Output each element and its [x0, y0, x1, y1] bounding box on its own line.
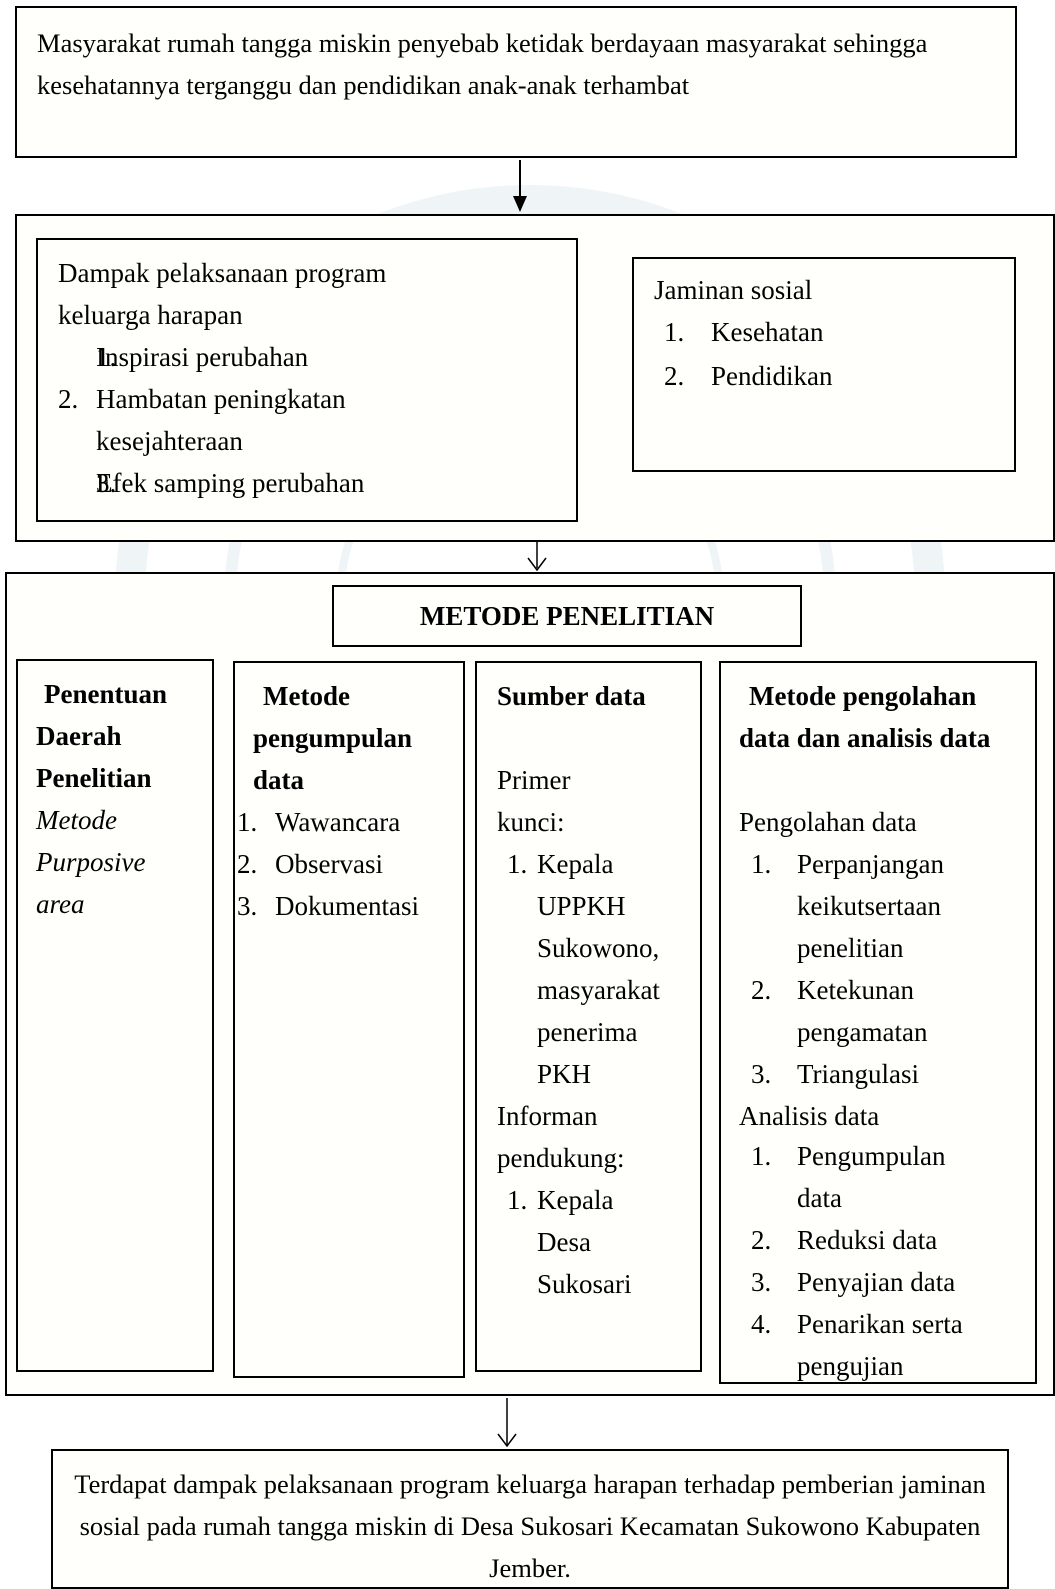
conclusion-box: Terdapat dampak pelaksanaan program kelu…	[51, 1449, 1009, 1589]
sources-primary-label: Primer kunci:	[497, 765, 571, 837]
social-security-item: 2.Pendidikan	[664, 361, 833, 391]
impact-box: Dampak pelaksanaan program keluarga hara…	[36, 238, 578, 522]
sources-title: Sumber data	[497, 681, 646, 711]
impact-item: 1.Inspirasi perubahan	[96, 342, 309, 372]
sources-support-label: Informan pendukung:	[497, 1101, 625, 1173]
impact-item: 3.Efek samping perubahan	[96, 468, 365, 498]
social-security-box: Jaminan sosial 1.Kesehatan 2.Pendidikan	[632, 257, 1016, 472]
analysis-title: Metode pengolahan data dan analisis data	[739, 681, 991, 753]
problem-text: Masyarakat rumah tangga miskin penyebab …	[37, 28, 928, 100]
analysis-column: Metode pengolahan data dan analisis data…	[719, 661, 1037, 1384]
analysis-processing-item: 1.Perpanjangan keikutsertaan penelitian	[751, 849, 944, 963]
collection-item: 1.Wawancara	[237, 807, 401, 837]
analysis-analysis-item: 2.Reduksi data	[751, 1225, 938, 1255]
analysis-analysis-item: 1.Pengumpulan data	[751, 1141, 946, 1213]
social-security-list: 1.Kesehatan 2.Pendidikan	[664, 311, 964, 397]
impact-title: Dampak pelaksanaan program keluarga hara…	[58, 258, 387, 330]
analysis-processing-item: 2.Ketekunan pengamatan	[751, 975, 928, 1047]
collection-item: 3.Dokumentasi	[237, 891, 419, 921]
sources-primary-list: 1.Kepala UPPKH Sukowono, masyarakat pene…	[507, 843, 697, 1095]
impact-item: 2.Hambatan peningkatan kesejahteraan	[58, 384, 346, 456]
impact-list: 1.Inspirasi perubahan 2.Hambatan peningk…	[58, 336, 558, 504]
analysis-analysis-label: Analisis data	[739, 1101, 880, 1131]
method-title-box: METODE PENELITIAN	[332, 585, 802, 647]
conclusion-text: Terdapat dampak pelaksanaan program kelu…	[74, 1469, 986, 1583]
analysis-processing-label: Pengolahan data	[739, 807, 917, 837]
sources-support-list: 1.Kepala Desa Sukosari	[507, 1179, 647, 1305]
analysis-processing-item: 3.Triangulasi	[751, 1059, 920, 1089]
method-title: METODE PENELITIAN	[419, 601, 715, 631]
analysis-analysis-item: 3.Penyajian data	[751, 1267, 956, 1297]
social-security-title: Jaminan sosial	[654, 275, 813, 305]
sources-support-item: 1.Kepala Desa Sukosari	[507, 1185, 632, 1299]
analysis-processing-list: 1.Perpanjangan keikutsertaan penelitian …	[751, 843, 991, 1095]
analysis-analysis-list: 1.Pengumpulan data 2.Reduksi data 3.Peny…	[751, 1135, 1016, 1387]
analysis-analysis-item: 4.Penarikan serta pengujian	[751, 1309, 963, 1381]
area-method: Metode Purposive area	[36, 805, 146, 919]
sources-column: Sumber data Primer kunci: 1.Kepala UPPKH…	[475, 661, 702, 1372]
area-column: Penentuan Daerah Penelitian Metode Purpo…	[16, 659, 214, 1372]
problem-box: Masyarakat rumah tangga miskin penyebab …	[15, 6, 1017, 158]
sources-primary-item: 1.Kepala UPPKH Sukowono, masyarakat pene…	[507, 849, 660, 1089]
collection-column: Metode pengumpulan data 1.Wawancara 2.Ob…	[233, 661, 465, 1378]
area-title: Penentuan Daerah Penelitian	[36, 679, 168, 793]
collection-title: Metode pengumpulan data	[253, 681, 413, 795]
collection-item: 2.Observasi	[237, 849, 383, 879]
collection-list: 1.Wawancara 2.Observasi 3.Dokumentasi	[237, 801, 463, 927]
social-security-item: 1.Kesehatan	[664, 317, 824, 347]
